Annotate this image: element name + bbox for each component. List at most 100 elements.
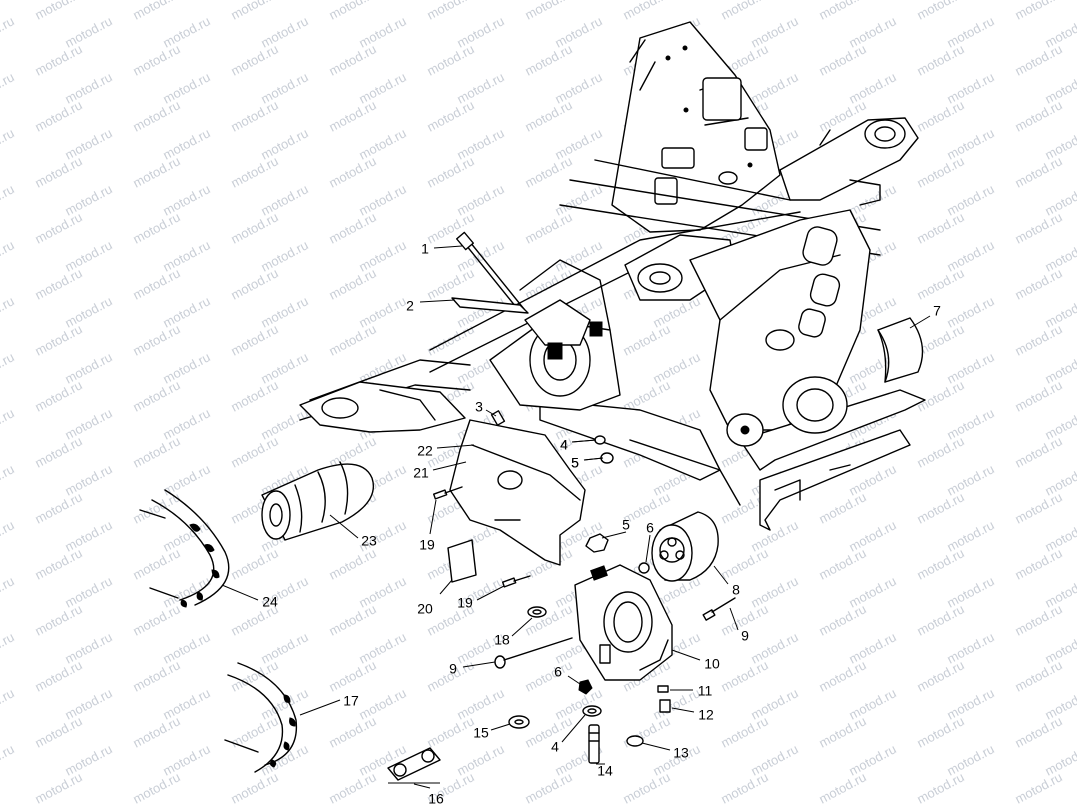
- watermark-text: motod.ru: [130, 0, 182, 23]
- watermark-text: motod.ru: [914, 0, 966, 23]
- watermark-text: motod.ru: [914, 769, 966, 806]
- callout-leader: [571, 439, 597, 443]
- callout-label: 4: [551, 739, 559, 755]
- callout-label: 5: [622, 517, 630, 533]
- watermark-text: motod.ru: [1042, 741, 1077, 778]
- watermark-text: motod.ru: [32, 601, 84, 638]
- callout-label: 18: [494, 632, 510, 648]
- watermark-text: motod.ru: [718, 657, 770, 694]
- watermark-text: motod.ru: [816, 713, 868, 750]
- callout-leader: [433, 245, 463, 249]
- watermark-text: motod.ru: [1012, 657, 1064, 694]
- watermark-text: motod.ru: [326, 209, 378, 246]
- callout-label: 20: [417, 601, 433, 617]
- callout-leader: [329, 514, 359, 539]
- watermark-text: motod.ru: [620, 321, 672, 358]
- watermark-text: motod.ru: [816, 41, 868, 78]
- callout-leader: [511, 617, 533, 637]
- watermark-text: motod.ru: [1042, 629, 1077, 666]
- watermark-text: motod.ru: [1012, 545, 1064, 582]
- watermark-text: motod.ru: [424, 713, 476, 750]
- callout-label: 3: [475, 399, 483, 415]
- watermark-text: motod.ru: [0, 573, 17, 610]
- watermark-text: motod.ru: [228, 545, 280, 582]
- watermark-text: motod.ru: [816, 0, 868, 23]
- watermark-text: motod.ru: [130, 377, 182, 414]
- watermark-text: motod.ru: [816, 601, 868, 638]
- watermark-text: motod.ru: [1042, 293, 1077, 330]
- watermark-text: motod.ru: [0, 349, 17, 386]
- watermark-text: motod.ru: [914, 601, 966, 638]
- watermark-text: motod.ru: [522, 657, 574, 694]
- callout-leader: [601, 531, 627, 539]
- watermark-text: motod.ru: [1042, 181, 1077, 218]
- callout-leader: [419, 299, 456, 303]
- callout-label: 13: [673, 745, 689, 761]
- watermark-text: motod.ru: [326, 769, 378, 806]
- callout-label: 15: [473, 725, 489, 741]
- callout-leader: [490, 723, 511, 731]
- watermark-text: motod.ru: [0, 461, 17, 498]
- part-10-housing: [574, 564, 673, 681]
- watermark-text: motod.ru: [816, 545, 868, 582]
- watermark-text: motod.ru: [914, 545, 966, 582]
- watermark-text: motod.ru: [718, 545, 770, 582]
- watermark-text: motod.ru: [130, 209, 182, 246]
- watermark-text: motod.ru: [0, 69, 17, 106]
- part-20-pad: [447, 539, 477, 583]
- watermark-text: motod.ru: [914, 433, 966, 470]
- callout-label: 6: [646, 520, 654, 536]
- watermark-text: motod.ru: [326, 545, 378, 582]
- watermark-text: motod.ru: [1012, 41, 1064, 78]
- watermark-text: motod.ru: [228, 657, 280, 694]
- watermark-text: motod.ru: [32, 97, 84, 134]
- callout-label: 1: [421, 241, 429, 257]
- watermark-text: motod.ru: [326, 713, 378, 750]
- watermark-text: motod.ru: [1012, 489, 1064, 526]
- callout-leader: [671, 707, 695, 713]
- watermark-text: motod.ru: [32, 0, 84, 23]
- watermark-text: motod.ru: [32, 713, 84, 750]
- watermark-text: motod.ru: [0, 125, 17, 162]
- watermark-text: motod.ru: [914, 657, 966, 694]
- watermark-text: motod.ru: [32, 433, 84, 470]
- part-8-bearing: [651, 511, 719, 582]
- callout-leader: [432, 461, 467, 471]
- watermark-text: motod.ru: [424, 265, 476, 302]
- watermark-text: motod.ru: [130, 321, 182, 358]
- watermark-text: motod.ru: [1012, 209, 1064, 246]
- watermark-text: motod.ru: [1042, 69, 1077, 106]
- watermark-text: motod.ru: [228, 713, 280, 750]
- watermark-text: motod.ru: [326, 321, 378, 358]
- watermark-text: motod.ru: [816, 657, 868, 694]
- callout-leader: [439, 579, 453, 595]
- watermark-text: motod.ru: [1042, 349, 1077, 386]
- watermark-text: motod.ru: [0, 405, 17, 442]
- watermark-text: motod.ru: [228, 0, 280, 23]
- watermark-text: motod.ru: [1042, 13, 1077, 50]
- watermark-text: motod.ru: [424, 41, 476, 78]
- small-hardware: [490, 410, 736, 764]
- part-19-screws: [432, 486, 531, 588]
- callout-label: 24: [262, 594, 278, 610]
- part-21-chain-guard: [449, 419, 586, 566]
- callout-label: 7: [933, 303, 941, 319]
- watermark-text: motod.ru: [32, 265, 84, 302]
- watermark-text: motod.ru: [0, 629, 17, 666]
- watermark-text: motod.ru: [326, 41, 378, 78]
- watermark-text: motod.ru: [130, 713, 182, 750]
- callout-leader: [567, 675, 581, 685]
- part-2-pin: [451, 297, 529, 314]
- watermark-text: motod.ru: [1012, 377, 1064, 414]
- watermark-text: motod.ru: [32, 545, 84, 582]
- watermark-text: motod.ru: [32, 41, 84, 78]
- watermark-text: motod.ru: [1012, 265, 1064, 302]
- callout-label: 4: [560, 437, 568, 453]
- callout-leader: [561, 714, 586, 743]
- callout-label: 4: [560, 437, 568, 453]
- watermark-text: motod.ru: [326, 153, 378, 190]
- watermark-text: motod.ru: [718, 769, 770, 806]
- watermark-text: motod.ru: [914, 41, 966, 78]
- watermark-text: motod.ru: [0, 237, 17, 274]
